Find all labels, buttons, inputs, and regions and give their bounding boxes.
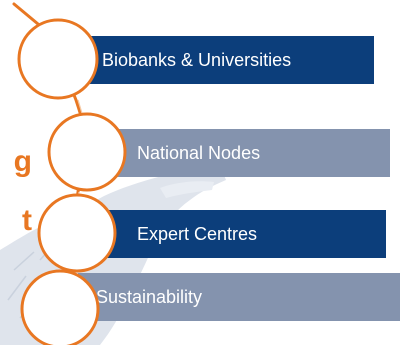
step-circle-2 — [47, 112, 127, 192]
step-bar-national-nodes: National Nodes — [110, 129, 390, 177]
step-bar-sustainability: Sustainability — [78, 273, 400, 321]
map-island — [160, 181, 214, 198]
step-circle-4 — [20, 269, 100, 345]
title-fragment-top: g — [13, 147, 32, 177]
step-label: Sustainability — [96, 286, 203, 307]
step-label: Expert Centres — [137, 223, 258, 244]
step-bar-biobanks-universities: Biobanks & Universities — [70, 36, 374, 84]
step-bar-expert-centres: Expert Centres — [100, 210, 386, 258]
step-label: National Nodes — [137, 142, 261, 163]
step-circle-1 — [17, 18, 99, 100]
step-label: Biobanks & Universities — [102, 49, 292, 70]
title-fragment-bottom: t — [22, 206, 32, 236]
step-circle-3 — [37, 193, 117, 273]
